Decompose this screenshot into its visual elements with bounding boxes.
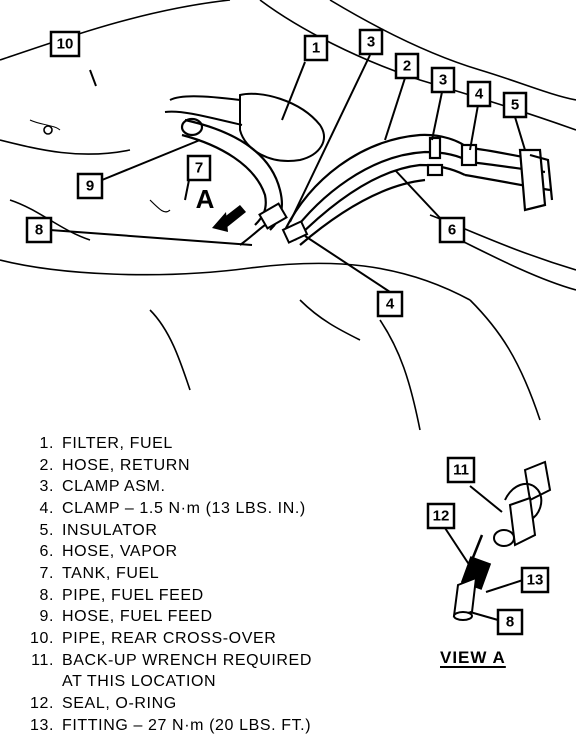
legend-item: 3. CLAMP ASM.	[18, 476, 418, 498]
callout-3-second: 3	[430, 66, 456, 94]
legend-item: 4. CLAMP – 1.5 N·m (13 LBS. IN.)	[18, 498, 418, 520]
callout-8-view-a: 8	[496, 608, 524, 636]
fuel-filter-drawing	[164, 92, 325, 162]
legend-item-text: INSULATOR	[62, 521, 158, 539]
parts-legend: 1. FILTER, FUEL 2. HOSE, RETURN 3. CLAMP ASM.…	[18, 433, 418, 737]
legend-item-text: SEAL, O-RING	[62, 695, 177, 713]
callout-4: 4	[466, 80, 492, 108]
legend-item-number: 2.	[39, 456, 54, 474]
svg-text:2: 2	[403, 58, 411, 75]
svg-text:4: 4	[475, 86, 484, 103]
svg-text:8: 8	[506, 614, 514, 631]
legend-item-number: 3.	[39, 478, 54, 496]
legend-item: 10. PIPE, REAR CROSS-OVER	[18, 628, 418, 650]
svg-text:12: 12	[433, 508, 450, 525]
callout-1: 1	[303, 34, 329, 62]
callout-13: 13	[520, 566, 550, 594]
svg-text:9: 9	[86, 178, 94, 195]
view-a-title: VIEW A	[440, 648, 506, 667]
callout-11: 11	[446, 456, 476, 484]
svg-text:3: 3	[439, 72, 447, 89]
legend-item-number: 10.	[29, 630, 54, 648]
view-a-leader-lines	[444, 485, 524, 621]
legend-item: 9. HOSE, FUEL FEED	[18, 607, 418, 629]
callout-3: 3	[358, 28, 384, 56]
svg-text:7: 7	[195, 160, 203, 177]
svg-text:1: 1	[312, 40, 320, 57]
hose-bundle-drawing	[284, 133, 554, 246]
legend-item-number: 1.	[39, 434, 54, 452]
legend-item-text: FITTING – 27 N·m (20 LBS. FT.)	[62, 716, 312, 734]
callout-8: 8	[25, 216, 53, 244]
svg-text:6: 6	[448, 222, 456, 239]
legend-item-text: FILTER, FUEL	[62, 434, 173, 452]
legend-item-text: PIPE, FUEL FEED	[62, 586, 204, 604]
callout-6: 6	[438, 216, 466, 244]
svg-text:5: 5	[511, 97, 519, 114]
clamp-cluster-drawing	[239, 202, 309, 246]
legend-item-text: PIPE, REAR CROSS-OVER	[62, 630, 277, 648]
legend-item: 11. BACK-UP WRENCH REQUIRED	[18, 650, 418, 672]
vehicle-underbody-drawing	[0, 0, 576, 431]
legend-item-number: 4.	[39, 499, 54, 517]
legend-item: 5. INSULATOR	[18, 520, 418, 542]
leader-lines	[49, 54, 526, 293]
legend-item-text: HOSE, RETURN	[62, 456, 191, 474]
legend-item-number: 6.	[39, 543, 54, 561]
legend-item: 6. HOSE, VAPOR	[18, 541, 418, 563]
callout-9: 9	[76, 172, 104, 200]
legend-item: AT THIS LOCATION	[18, 672, 418, 694]
legend-item-number: 13.	[29, 716, 54, 734]
legend-item-text: TANK, FUEL	[62, 564, 160, 582]
legend-item: 1. FILTER, FUEL	[18, 433, 418, 455]
callout-12: 12	[426, 502, 456, 530]
svg-text:13: 13	[527, 572, 544, 589]
legend-item-text: HOSE, VAPOR	[62, 543, 178, 561]
callout-2: 2	[394, 52, 420, 80]
legend-item-number: 8.	[39, 586, 54, 604]
svg-text:8: 8	[35, 222, 43, 239]
legend-item: 12. SEAL, O-RING	[18, 693, 418, 715]
callout-7: 7	[186, 154, 212, 182]
legend-item: 2. HOSE, RETURN	[18, 455, 418, 477]
legend-item-text: BACK-UP WRENCH REQUIRED	[62, 651, 312, 669]
svg-text:4: 4	[386, 296, 395, 313]
callout-5: 5	[502, 91, 528, 119]
view-a-arrow	[212, 205, 246, 232]
legend-item-number: 5.	[39, 521, 54, 539]
legend-item: 7. TANK, FUEL	[18, 563, 418, 585]
view-a-detail-drawing	[452, 460, 552, 621]
legend-item-number: 12.	[29, 695, 54, 713]
legend-item-number: 7.	[39, 564, 54, 582]
legend-item: 8. PIPE, FUEL FEED	[18, 585, 418, 607]
legend-item-text: CLAMP ASM.	[62, 478, 166, 496]
callout-10: 10	[49, 30, 81, 58]
svg-text:11: 11	[453, 462, 469, 479]
legend-item-number: 9.	[39, 608, 54, 626]
callout-4-second: 4	[376, 290, 404, 318]
view-a-marker: A	[196, 184, 215, 214]
legend-item-number: 11.	[31, 651, 54, 669]
svg-text:10: 10	[57, 36, 74, 53]
svg-text:3: 3	[367, 34, 375, 51]
legend-item-text: AT THIS LOCATION	[62, 673, 217, 691]
legend-item-text: HOSE, FUEL FEED	[62, 608, 213, 626]
legend-item: 13. FITTING – 27 N·m (20 LBS. FT.)	[18, 715, 418, 737]
legend-item-text: CLAMP – 1.5 N·m (13 LBS. IN.)	[62, 499, 306, 517]
